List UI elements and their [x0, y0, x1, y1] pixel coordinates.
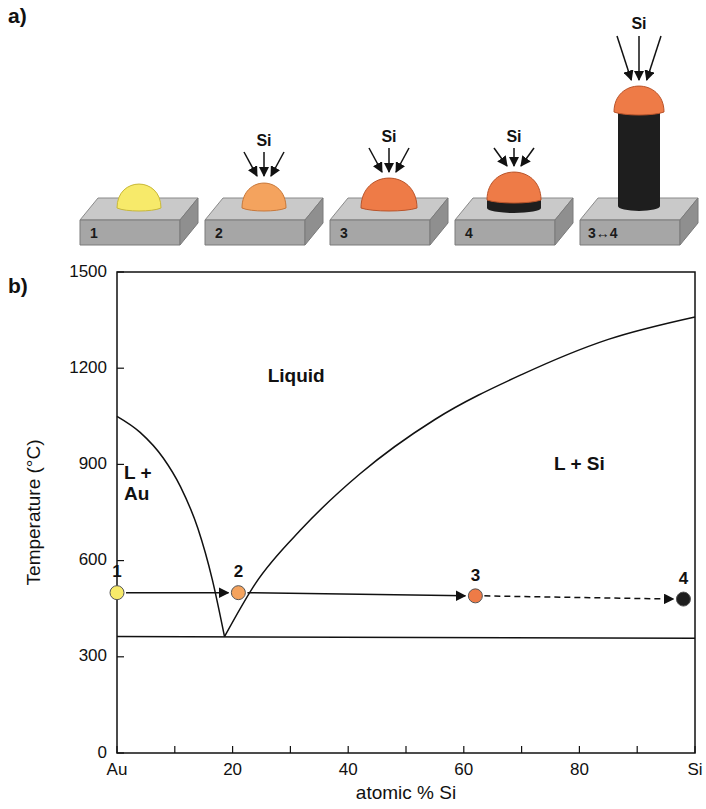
flux-arrow [521, 148, 534, 166]
tick-label: 900 [79, 455, 107, 474]
tick-mark [117, 560, 124, 561]
tick-label: 40 [339, 761, 358, 780]
plot-frame [117, 272, 695, 753]
catalyst-droplet [361, 178, 417, 211]
tick-mark [174, 746, 175, 753]
catalyst-droplet [487, 172, 541, 203]
state-point [676, 592, 690, 606]
eutectic-line [117, 637, 695, 639]
growth-illustration [80, 36, 698, 245]
point-number: 2 [234, 563, 243, 582]
path-arrow [247, 593, 465, 596]
flux-arrow [494, 148, 507, 166]
phase-region: L + Si [554, 454, 605, 475]
flux-arrow [617, 36, 631, 80]
panel-label: a) [8, 4, 27, 27]
tick-label: Si [687, 761, 702, 780]
panel-label: b) [8, 274, 28, 297]
axis-title: Temperature (°C) [24, 440, 45, 586]
tick-mark [232, 746, 233, 753]
silicon-nanowire [618, 112, 660, 211]
stage-number: 2 [215, 226, 223, 241]
tick-label: 1200 [69, 359, 107, 378]
tick-label: 60 [454, 761, 473, 780]
point-number: 3 [471, 567, 480, 586]
path-arrow [126, 592, 228, 594]
phase-region: Liquid [268, 366, 325, 387]
tick-mark [117, 464, 124, 465]
state-point [231, 586, 245, 600]
tick-mark [117, 656, 124, 657]
flux-arrow [638, 36, 640, 80]
flux-arrow [263, 152, 265, 176]
flux-arrow [388, 148, 390, 172]
flux-arrow [271, 152, 284, 176]
stage-number: 1 [90, 226, 98, 241]
point-number: 4 [679, 570, 688, 589]
phase-region: L + Au [124, 463, 158, 505]
state-point [468, 589, 482, 603]
tick-mark [117, 752, 124, 753]
liquidus-au [117, 416, 225, 636]
tick-label: 300 [79, 647, 107, 666]
flux-label: Si [256, 132, 271, 150]
stage-number: 4 [465, 226, 473, 241]
flux-label: Si [631, 15, 646, 33]
tick-label: Au [107, 761, 128, 780]
tick-label: 80 [570, 761, 589, 780]
state-point [110, 586, 124, 600]
tick-mark [116, 746, 117, 753]
stage-number: 3↔4 [588, 226, 618, 241]
tick-mark [290, 746, 291, 753]
flux-label: Si [506, 128, 521, 146]
tick-mark [637, 746, 638, 753]
path-arrow [484, 596, 673, 599]
liquidus-si [225, 317, 695, 637]
tick-mark [117, 368, 124, 369]
tick-mark [405, 746, 406, 753]
point-number: 1 [112, 563, 121, 582]
tick-label: 0 [98, 744, 107, 763]
phase-diagram [110, 272, 695, 753]
substrate [455, 198, 573, 245]
tick-label: 20 [223, 761, 242, 780]
tick-mark [521, 746, 522, 753]
flux-arrow [647, 36, 661, 80]
tick-mark [694, 746, 695, 753]
catalyst-droplet [117, 184, 161, 211]
tick-mark [579, 746, 580, 753]
tick-label: 1500 [69, 263, 107, 282]
flux-arrow [244, 152, 257, 176]
tick-label: 600 [79, 551, 107, 570]
tick-mark [348, 746, 349, 753]
axis-title: atomic % Si [356, 783, 456, 804]
flux-label: Si [381, 128, 396, 146]
stage-number: 3 [340, 226, 348, 241]
flux-arrow [513, 148, 515, 166]
catalyst-droplet [242, 183, 286, 211]
catalyst-droplet [614, 86, 664, 115]
tick-mark [463, 746, 464, 753]
flux-arrow [369, 148, 382, 172]
tick-mark [117, 271, 124, 272]
flux-arrow [396, 148, 409, 172]
